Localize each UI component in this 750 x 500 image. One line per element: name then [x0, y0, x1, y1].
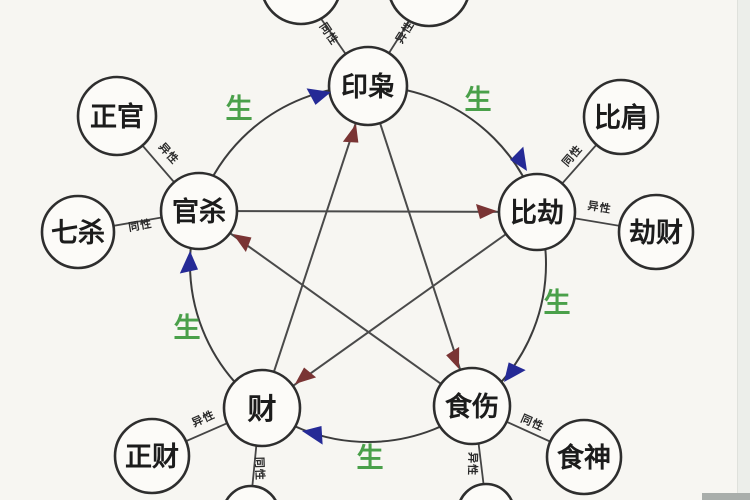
- right-edge-strip-border: [737, 0, 738, 500]
- node-bijie-label: 比劫: [510, 198, 564, 229]
- node-top-left-partial: [262, 0, 340, 26]
- edge-label-shishen-same: 同性: [519, 411, 547, 434]
- node-yinxiao-circle: [327, 45, 409, 127]
- node-guansha: 官杀: [159, 171, 239, 251]
- node-qisha: 七杀: [40, 194, 116, 270]
- node-bijian-label: 比肩: [594, 102, 648, 134]
- node-bijie-circle: [497, 172, 577, 252]
- sheng-label-yinxiao-bijie: 生: [465, 85, 492, 116]
- node-shishen: 食神: [545, 418, 623, 496]
- right-edge-strip: [737, 0, 750, 500]
- edge-label-bijian-same: 同性: [559, 142, 585, 169]
- node-qisha-circle: [40, 194, 116, 270]
- node-bottom-right-partial: [459, 482, 513, 500]
- edge-label-shishang-bottom-opposite: 异性: [466, 452, 481, 476]
- edge-label-zhengguan-opposite: 异性: [156, 140, 182, 167]
- node-bijian-circle: [582, 78, 660, 156]
- node-shishen-label: 食神: [557, 442, 611, 474]
- node-zhengcai-label: 正财: [125, 442, 179, 473]
- edge-label-zhengcai-opposite: 异性: [190, 407, 218, 430]
- ke-arrowhead-to-bijie: [476, 204, 497, 219]
- node-jiecai-label: 劫财: [629, 218, 683, 249]
- edge-label-jiecai-opposite: 异性: [587, 198, 613, 216]
- sheng-arrowhead-to-bijie: [510, 146, 527, 171]
- node-zhengguan-label: 正官: [90, 101, 144, 133]
- node-zhengguan-circle: [76, 75, 158, 157]
- node-cai-label: 财: [247, 392, 276, 426]
- node-shishang-label: 食伤: [445, 391, 499, 423]
- ke-arrowhead-to-shishang: [446, 346, 460, 369]
- sheng-label-guansha-yinxiao: 生: [226, 94, 253, 125]
- node-guansha-circle: [159, 171, 239, 251]
- sheng-arrowhead-to-shishang: [504, 362, 526, 382]
- node-shishen-circle: [545, 418, 623, 496]
- sheng-label-bijie-shishang: 生: [544, 288, 571, 319]
- node-bijian: 比肩: [582, 78, 660, 156]
- node-bijie: 比劫: [497, 172, 577, 252]
- sheng-label-shishang-cai: 生: [357, 443, 384, 474]
- node-qisha-label: 七杀: [51, 217, 105, 249]
- node-shishang-circle: [432, 366, 512, 446]
- bottom-right-gray-bar: [702, 493, 750, 500]
- node-top-right-partial: [389, 0, 469, 28]
- ke-arrowhead-to-cai: [295, 367, 317, 384]
- edge-label-cai-bottom-same: 同性: [253, 457, 268, 481]
- ke-arrowhead-to-guansha: [233, 234, 252, 253]
- ke-arrowhead-to-yinxiao: [342, 124, 359, 143]
- node-shishang: 食伤: [432, 366, 512, 446]
- node-zhengcai: 正财: [113, 417, 191, 495]
- node-bottom-left-partial: [225, 484, 277, 500]
- node-cai-circle: [222, 368, 302, 448]
- sheng-label-cai-guansha: 生: [174, 313, 201, 344]
- node-jiecai-circle: [617, 193, 695, 271]
- node-yinxiao: 印枭: [327, 45, 409, 127]
- edge-label-qisha-same: 同性: [127, 216, 153, 234]
- sheng-arrowhead-to-guansha: [179, 251, 199, 274]
- node-yinxiao-label: 印枭: [341, 71, 395, 103]
- node-guansha-label: 官杀: [172, 196, 226, 228]
- sheng-arrowhead-to-cai: [302, 425, 323, 445]
- node-jiecai: 劫财: [617, 193, 695, 271]
- sheng-arrowhead-to-yinxiao: [306, 88, 331, 105]
- node-zhengguan: 正官: [76, 75, 158, 157]
- node-cai: 财: [222, 368, 302, 448]
- node-zhengcai-circle: [113, 417, 191, 495]
